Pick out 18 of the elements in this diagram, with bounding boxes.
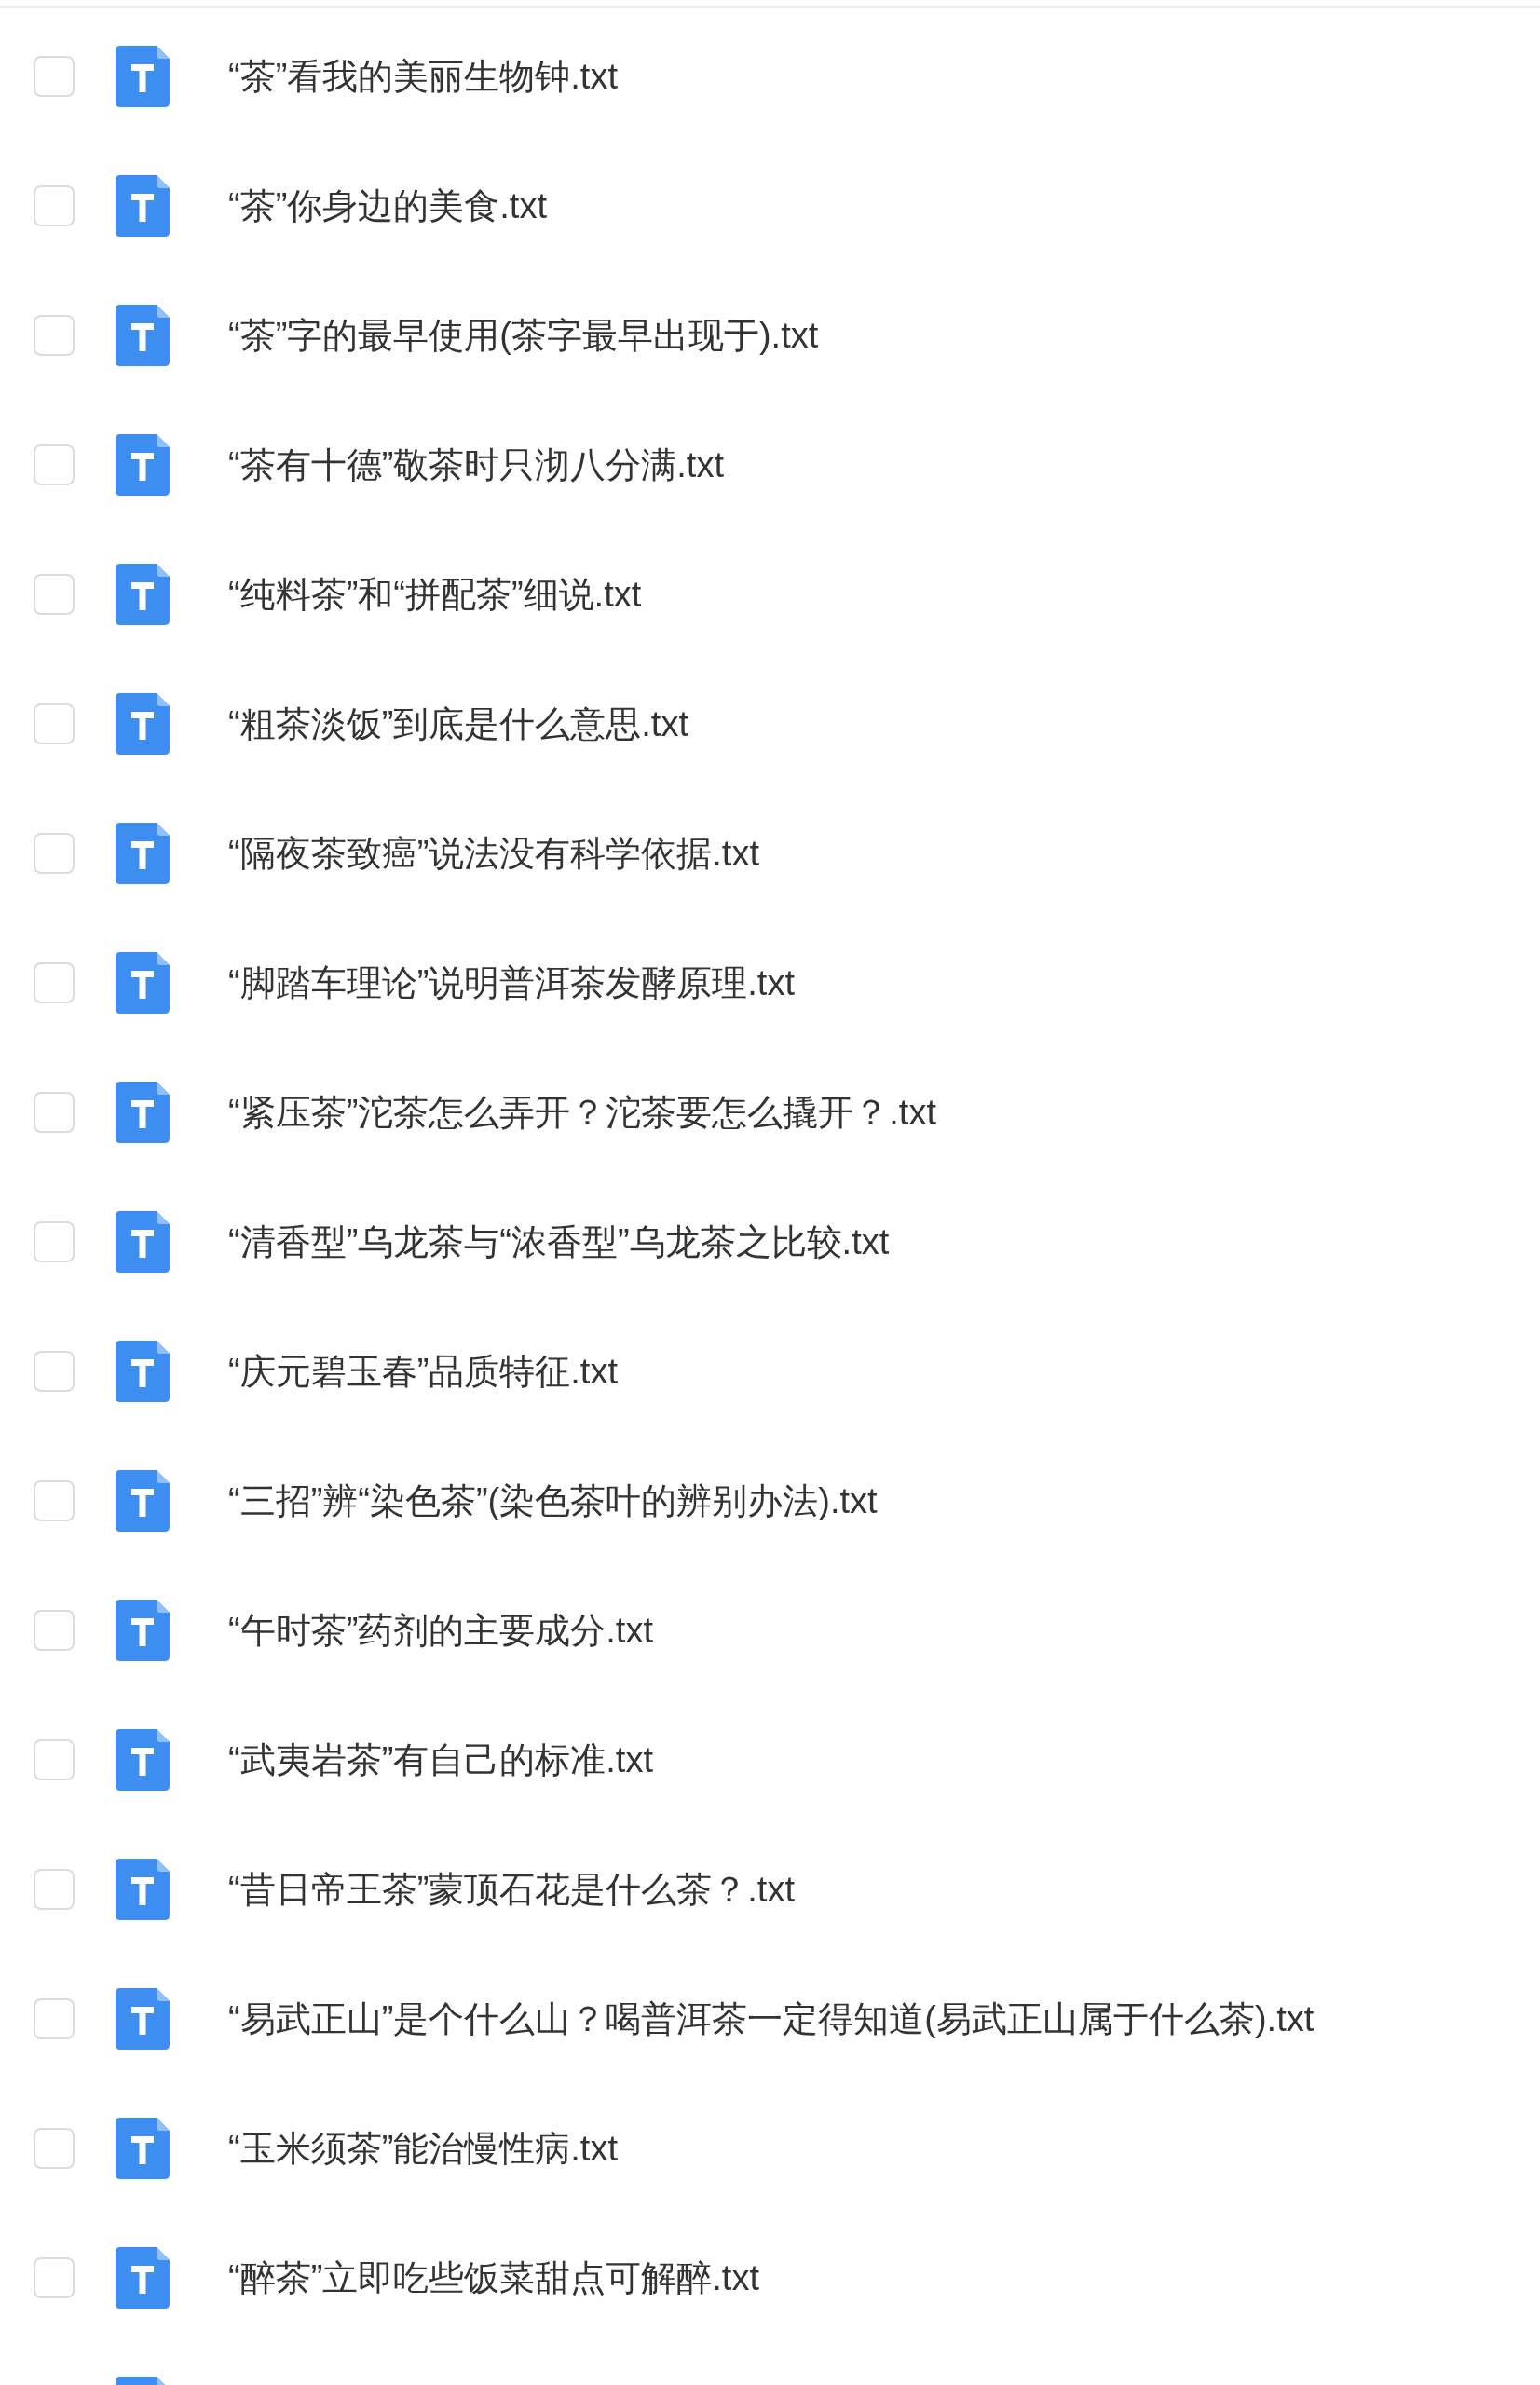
file-name: “易武正山”是个什么山？喝普洱茶一定得知道(易武正山属于什么茶).txt [228, 1998, 1315, 2040]
file-name: “隔夜茶致癌”说法没有科学依据.txt [228, 833, 759, 875]
file-name: “三招”辨“染色茶”(染色茶叶的辨别办法).txt [228, 1480, 878, 1522]
file-name: “茶”字的最早使用(茶字最早出现于).txt [228, 315, 819, 357]
file-name: “醉茶”立即吃些饭菜甜点可解醉.txt [228, 2257, 759, 2299]
file-name: “武夷岩茶”有自己的标准.txt [228, 1739, 653, 1781]
file-name: “茶有十德”敬茶时只沏八分满.txt [228, 444, 724, 486]
file-name: “茶”你身边的美食.txt [228, 185, 547, 227]
file-name: “昔日帝王茶”蒙顶石花是什么茶？.txt [228, 1869, 795, 1911]
file-name: “粗茶淡饭”到底是什么意思.txt [228, 703, 688, 745]
file-name: “庆元碧玉春”品质特征.txt [228, 1351, 618, 1393]
file-name: “午时茶”药剂的主要成分.txt [228, 1610, 653, 1652]
file-name: “玉米须茶”能治慢性病.txt [228, 2128, 618, 2170]
file-name: “茶”看我的美丽生物钟.txt [228, 56, 618, 98]
file-name: “纯料茶”和“拼配茶”细说.txt [228, 574, 642, 616]
file-name: “紧压茶”沱茶怎么弄开？沱茶要怎么撬开？.txt [228, 1092, 936, 1134]
file-name: “脚踏车理论”说明普洱茶发酵原理.txt [228, 962, 795, 1004]
file-name: “清香型”乌龙茶与“浓香型”乌龙茶之比较.txt [228, 1221, 890, 1263]
